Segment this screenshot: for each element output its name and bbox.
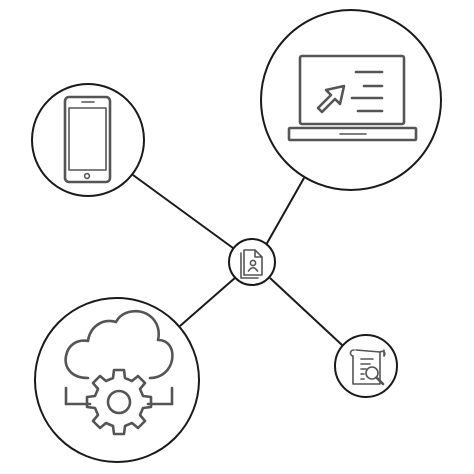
node-cloud bbox=[34, 297, 200, 463]
connectors bbox=[132, 174, 343, 346]
node-laptop bbox=[260, 9, 442, 191]
node-report bbox=[334, 334, 398, 398]
laptop-share-icon bbox=[287, 54, 418, 142]
node-mobile-ring bbox=[31, 83, 145, 197]
document-search-icon bbox=[349, 349, 386, 386]
connector-hub-mobile bbox=[132, 174, 234, 249]
connector-hub-cloud bbox=[179, 276, 237, 327]
cloud-gear-icon bbox=[64, 309, 174, 436]
node-mobile bbox=[31, 83, 145, 197]
document-user-icon bbox=[240, 249, 263, 279]
node-hub bbox=[228, 238, 276, 286]
smartphone-icon bbox=[63, 95, 112, 184]
connector-hub-laptop bbox=[265, 177, 305, 246]
node-report-ring bbox=[334, 334, 398, 398]
connector-hub-report bbox=[269, 277, 343, 346]
node-laptop-ring bbox=[260, 9, 442, 191]
